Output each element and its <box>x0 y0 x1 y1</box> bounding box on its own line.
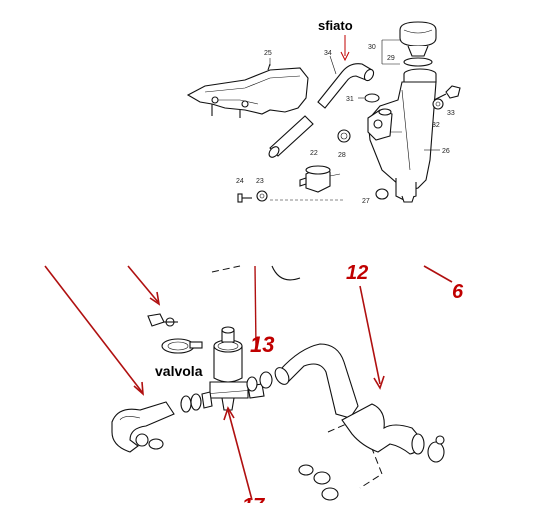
bottom-photo-diagram: 13 12 6 17 valvola <box>44 262 464 508</box>
part-23-nut <box>256 190 268 202</box>
pipe-connector-fitting <box>147 313 178 327</box>
part-27-washer <box>375 188 389 200</box>
part-30-cap <box>399 21 437 57</box>
pipe-12-intake <box>274 343 445 463</box>
part-22-valve <box>299 165 341 193</box>
valve-body <box>203 326 255 411</box>
label-part-33: 33 <box>447 110 455 117</box>
hose-clamp-bottom-1 <box>298 464 331 485</box>
label-part-27: 27 <box>362 198 370 205</box>
part-29-seal-ring <box>403 57 433 67</box>
callout-6: 6 <box>452 281 464 303</box>
part-24-bolt <box>237 193 252 203</box>
part-34-breather-hose <box>268 55 375 158</box>
label-part-31: 31 <box>346 96 354 103</box>
red-arrow-to-connector <box>127 265 161 306</box>
label-part-34: 34 <box>324 50 332 57</box>
label-part-22: 22 <box>310 150 318 157</box>
label-part-25: 25 <box>264 50 272 57</box>
callout-17-cropped: 17 <box>242 495 265 503</box>
hose-clamp-bottom-2 <box>321 487 339 501</box>
label-part-26: 26 <box>442 148 450 155</box>
hose-clamp-left <box>161 338 203 354</box>
part-25-bracket <box>186 58 309 118</box>
hose-stub <box>378 108 392 116</box>
valve-pipe-left <box>180 391 213 413</box>
dashed-boundary-top <box>211 265 241 273</box>
label-part-32: 32 <box>432 122 440 129</box>
breather-arrow <box>340 35 350 62</box>
red-arrow-12 <box>359 285 385 390</box>
hose-lower-left <box>111 401 175 453</box>
label-part-24: 24 <box>236 178 244 185</box>
part-32-washer <box>432 98 444 110</box>
label-part-29: 29 <box>387 55 395 62</box>
callout-12: 12 <box>346 262 368 284</box>
red-line-6 <box>423 265 453 283</box>
red-arrow-17 <box>223 406 253 501</box>
part-33-bolt <box>433 85 461 101</box>
valve-label: valvola <box>155 363 203 379</box>
top-exploded-diagram: sfiato <box>186 18 461 205</box>
callout-13: 13 <box>250 332 274 357</box>
valve-pipe-right <box>246 371 273 399</box>
dashed-boundary-right <box>327 417 383 489</box>
part-28-o-ring <box>337 129 351 143</box>
label-part-23: 23 <box>256 178 264 185</box>
part-31-hose-clamp <box>358 93 380 103</box>
breather-label: sfiato <box>318 18 353 33</box>
red-arrow-to-hose <box>44 265 144 396</box>
label-part-30: 30 <box>368 44 376 51</box>
leader-line-13 <box>254 265 257 349</box>
label-part-28: 28 <box>338 152 346 159</box>
